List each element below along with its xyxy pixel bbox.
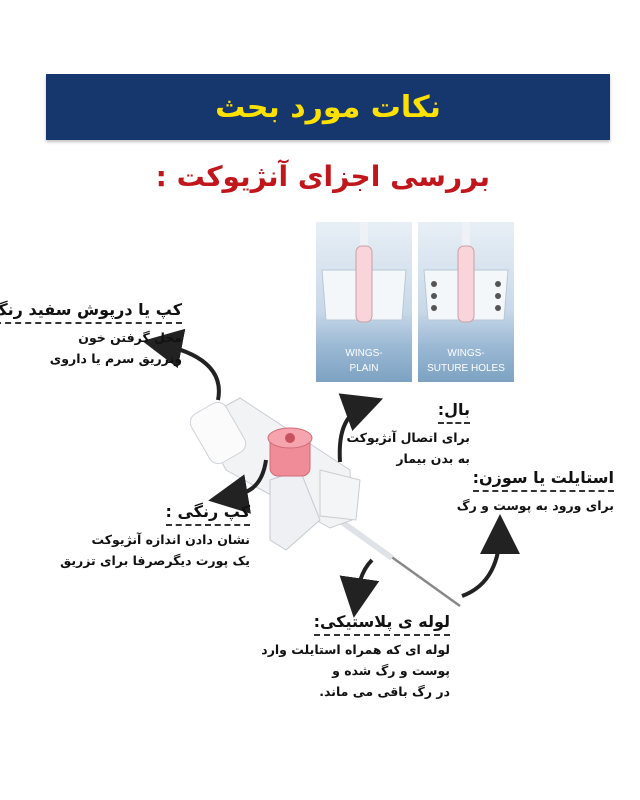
wings-suture-image (423, 222, 509, 323)
arrow-to-stylet (461, 514, 520, 598)
title-banner: نکات مورد بحث (46, 74, 610, 140)
label-color-cap: کپ رنگی : نشان دادن اندازه آنژیوکت یک پو… (60, 502, 250, 571)
photo-caption-line: WINGS- (345, 348, 383, 359)
label-wing-line1: برای اتصال آنژیوکت (346, 430, 470, 445)
label-white-cap-title: کپ یا درپوش سفید رنگ: (0, 300, 182, 324)
wings-suture-holes-photo: WINGS- SUTURE HOLES (418, 222, 514, 382)
wings-plain-photo: WINGS- PLAIN (316, 222, 412, 382)
label-white-cap: کپ یا درپوش سفید رنگ: محل گرفتن خون وتزر… (0, 300, 182, 369)
arrow-to-plastic-tube (339, 558, 380, 618)
subtitle: بررسی اجزای آنژیوکت : (155, 160, 490, 193)
label-color-cap-title: کپ رنگی : (165, 502, 250, 526)
label-stylet-title: استایلت یا سوزن: (472, 468, 614, 492)
label-color-cap-line2: یک پورت دیگرصرفا برای تزریق (60, 553, 250, 568)
arrow-to-color-cap (208, 459, 268, 514)
label-white-cap-line2: وتزریق سرم یا داروی (49, 351, 182, 366)
arrow-to-wing (337, 393, 384, 463)
label-stylet: استایلت یا سوزن: برای ورود به پوست و رگ (457, 468, 614, 516)
label-plastic-tube: لوله ی پلاستیکی: لوله ای که همراه استایل… (261, 612, 450, 702)
photo-caption-line: WINGS- (447, 348, 485, 359)
label-wing: بال: برای اتصال آنژیوکت به بدن بیمار (346, 400, 470, 469)
label-stylet-line1: برای ورود به پوست و رگ (456, 498, 614, 513)
banner-title: نکات مورد بحث (215, 89, 441, 125)
photo-caption-line: SUTURE HOLES (427, 363, 505, 374)
arrow-to-white-cap (142, 328, 221, 401)
label-plastic-tube-line1: لوله ای که همراه استایلت وارد (261, 642, 450, 657)
photo-caption-line: PLAIN (349, 363, 379, 374)
label-plastic-tube-line2: پوست و رگ شده و (332, 663, 450, 678)
label-plastic-tube-line3: در رگ باقی می ماند. (319, 684, 450, 699)
label-white-cap-line1: محل گرفتن خون (78, 330, 182, 345)
label-plastic-tube-title: لوله ی پلاستیکی: (313, 612, 450, 636)
wings-plain-image (321, 222, 407, 323)
label-wing-line2: به بدن بیمار (396, 451, 470, 466)
label-wing-title: بال: (437, 400, 470, 424)
angiocath-illustration (189, 397, 461, 608)
label-color-cap-line1: نشان دادن اندازه آنژیوکت (91, 532, 250, 547)
wing-photos: WINGS- PLAIN WINGS- SUTURE HOLES (316, 222, 518, 382)
